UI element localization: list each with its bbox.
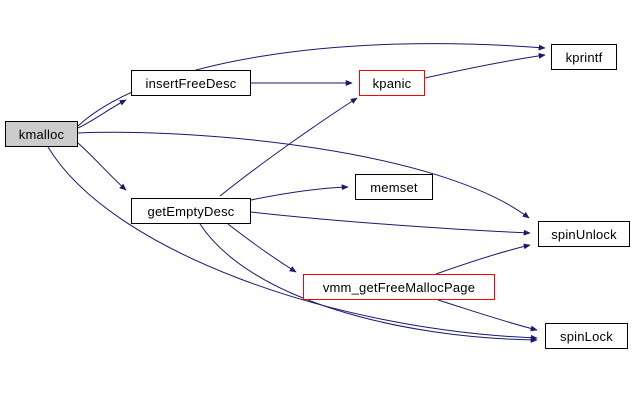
node-label-vmm_getFreeMallocPage: vmm_getFreeMallocPage [322,279,476,295]
edge-kmalloc-to-spinUnlock [77,131,530,219]
edge-kmalloc-to-getEmptyDesc [77,142,127,191]
node-label-kprintf: kprintf [565,49,603,65]
node-memset[interactable]: memset [355,174,433,200]
edge-kmalloc-to-spinLock [47,146,538,341]
node-label-memset: memset [370,179,418,195]
edge-kmalloc-to-kprintf [77,43,546,127]
node-label-insertFreeDesc: insertFreeDesc [145,75,237,91]
node-label-kpanic: kpanic [372,75,412,91]
node-spinUnlock[interactable]: spinUnlock [538,221,630,247]
node-label-spinLock: spinLock [560,328,613,344]
edge-getEmptyDesc-to-spinUnlock [250,211,531,236]
node-label-getEmptyDesc: getEmptyDesc [147,203,235,219]
node-kpanic[interactable]: kpanic [359,70,425,96]
edge-vmm_getFreeMallocPage-to-spinLock [437,299,538,332]
edge-getEmptyDesc-to-kpanic [219,97,358,197]
edge-vmm_getFreeMallocPage-to-spinUnlock [435,243,531,275]
node-spinLock[interactable]: spinLock [545,323,628,349]
edge-getEmptyDesc-to-vmm_getFreeMallocPage [227,223,297,273]
node-getEmptyDesc[interactable]: getEmptyDesc [131,198,251,224]
edge-kpanic-to-kprintf [424,52,546,79]
edge-getEmptyDesc-to-memset [250,184,349,201]
node-insertFreeDesc[interactable]: insertFreeDesc [131,70,251,96]
edge-kmalloc-to-insertFreeDesc [77,99,127,129]
edge-getEmptyDesc-to-spinLock [199,223,538,343]
node-label-kmalloc: kmalloc [18,126,65,142]
node-kmalloc[interactable]: kmalloc [5,121,78,147]
node-kprintf[interactable]: kprintf [551,44,617,70]
node-label-spinUnlock: spinUnlock [551,226,617,242]
node-vmm_getFreeMallocPage[interactable]: vmm_getFreeMallocPage [303,274,495,300]
